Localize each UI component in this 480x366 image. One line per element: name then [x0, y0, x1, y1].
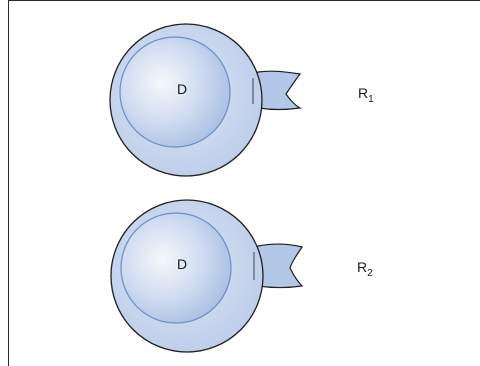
- nucleus-2: [120, 212, 232, 324]
- receptor-2-subscript: 2: [367, 268, 373, 279]
- receptor-1-subscript: 1: [368, 94, 374, 105]
- nucleus-1-label: D: [177, 81, 187, 97]
- receptor-1-shape: [253, 70, 302, 111]
- nucleus-1: [119, 36, 231, 148]
- cell-1: D R1: [109, 23, 374, 177]
- receptor-1-label: R1: [358, 85, 374, 105]
- receptor-2-shape: [253, 243, 304, 289]
- nucleus-2-label: D: [177, 256, 187, 272]
- receptor-2-label: R2: [357, 259, 373, 279]
- cell-2: D R2: [110, 199, 373, 353]
- receptor-1-letter: R: [358, 85, 368, 101]
- receptor-2-letter: R: [357, 259, 367, 275]
